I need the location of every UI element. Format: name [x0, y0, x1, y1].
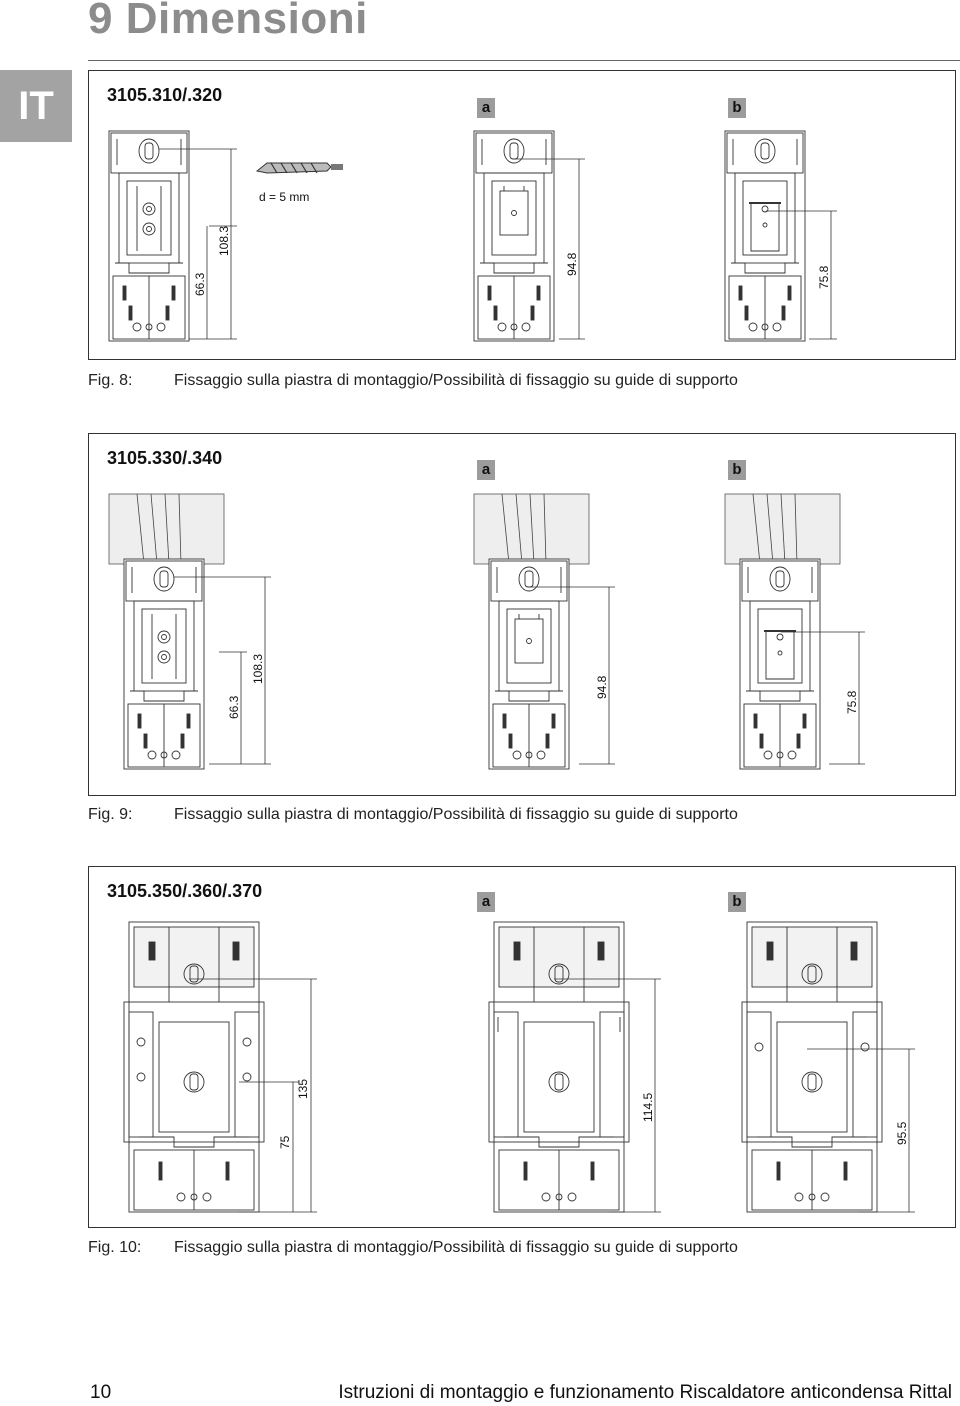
cable-bundle-main [108, 493, 225, 565]
model-number: 3105.330/.340 [107, 448, 223, 468]
dimension-label: 108.3 [251, 654, 265, 684]
variant-badge-a: a [477, 98, 495, 118]
dimension-line-main [189, 978, 317, 1213]
variant-badge-b: b [728, 892, 746, 912]
dimension-label: 135 [296, 1079, 310, 1099]
dimension-line-b [807, 1048, 915, 1213]
figure-label: Fig. 9: [88, 806, 133, 823]
dimension-label: 114.5 [641, 1093, 655, 1122]
figure-panel-8: 3105.310/.320 a b d = 5 mm 66.3 108.3 94… [88, 70, 956, 360]
dimension-label: 108.3 [217, 226, 231, 256]
page-title: 9 Dimensioni [88, 0, 368, 43]
variant-badge-a: a [477, 892, 495, 912]
page-number: 10 [90, 1382, 112, 1403]
dimension-line-b [766, 210, 837, 340]
heater-drawing-a [488, 558, 570, 770]
heater-drawing-a [473, 130, 555, 342]
dimension-line-a [514, 158, 585, 340]
drill-diameter: d = 5 mm [259, 190, 309, 204]
heater-drawing-b [724, 130, 806, 342]
dimension-label: 66.3 [227, 695, 241, 719]
cable-bundle-b [724, 493, 841, 565]
language-tab: IT [0, 70, 72, 142]
dimension-label: 75 [278, 1135, 292, 1149]
heater-large-main [123, 921, 265, 1213]
dimension-label: 75.8 [845, 690, 859, 714]
dimension-line-a [554, 978, 661, 1213]
dimension-label: 66.3 [193, 272, 207, 296]
drill-bit-icon [255, 162, 343, 174]
dimension-label: 94.8 [565, 252, 579, 276]
figure-panel-10: 3105.350/.360/.370 a b 75 135 114.5 95.5 [88, 866, 956, 1228]
figure-label: Fig. 10: [88, 1239, 142, 1256]
dimension-line-main [159, 148, 237, 340]
dimension-label: 95.5 [895, 1121, 909, 1145]
variant-badge-b: b [728, 98, 746, 118]
heater-large-b [741, 921, 883, 1213]
dimension-line-b [781, 631, 865, 765]
dimension-drawing: 75 135 114.5 95.5 [123, 921, 915, 1213]
dimension-line-main [174, 576, 271, 765]
dimension-drawing: d = 5 mm 66.3 108.3 94.8 75.8 [108, 130, 837, 342]
heater-large-a [488, 921, 630, 1213]
footer-text: Istruzioni di montaggio e funzionamento … [338, 1382, 952, 1403]
cable-bundle-a [473, 493, 590, 565]
caption-text: Fissaggio sulla piastra di montaggio/Pos… [174, 372, 738, 389]
dimension-label: 75.8 [817, 265, 831, 289]
caption-text: Fissaggio sulla piastra di montaggio/Pos… [174, 1239, 738, 1256]
dimension-drawing: 66.3 108.3 94.8 75.8 [108, 493, 865, 770]
model-number: 3105.350/.360/.370 [107, 881, 263, 901]
dimension-line-a [529, 586, 615, 765]
heater-drawing-b [739, 558, 821, 770]
heater-drawing-main [108, 130, 190, 342]
heater-drawing-main [123, 558, 205, 770]
figure-panel-9: 3105.330/.340 a b [88, 433, 956, 796]
variant-badge-b: b [728, 460, 746, 480]
variant-badge-a: a [477, 460, 495, 480]
model-number: 3105.310/.320 [107, 85, 223, 105]
figure-label: Fig. 8: [88, 372, 133, 389]
title-divider [88, 60, 960, 61]
caption-text: Fissaggio sulla piastra di montaggio/Pos… [174, 806, 738, 823]
dimension-label: 94.8 [595, 675, 609, 699]
